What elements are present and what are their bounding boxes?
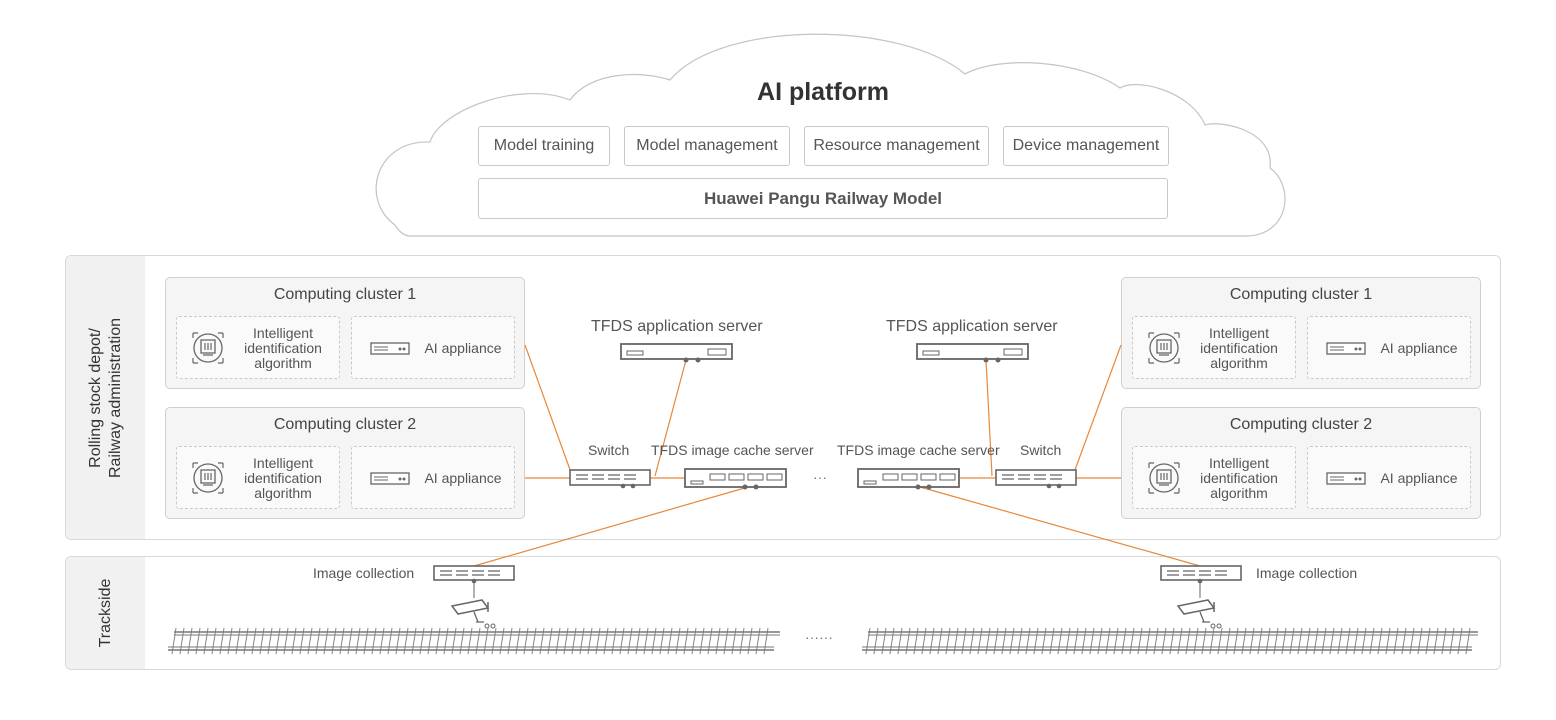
computing-cluster-right-2[interactable]: Computing cluster 2 Intelligent identifi… — [1121, 407, 1481, 519]
tfds-app-server-label-right: TFDS application server — [886, 318, 1058, 335]
image-collection-device-left[interactable] — [433, 565, 515, 598]
module-resource-management[interactable]: Resource management — [804, 126, 989, 166]
tfds-app-server-left[interactable] — [620, 343, 733, 363]
image-collection-device-right[interactable] — [1160, 565, 1242, 598]
depot-ellipsis: ··· — [813, 469, 827, 485]
module-model-training[interactable]: Model training — [478, 126, 610, 166]
ai-appliance-label: AI appliance — [1380, 340, 1458, 356]
algorithm-icon — [1148, 332, 1180, 364]
image-collection-label-left: Image collection — [313, 565, 415, 581]
pangu-railway-model[interactable]: Huawei Pangu Railway Model — [478, 178, 1168, 219]
algorithm-label: Intelligent identification algorithm — [244, 455, 322, 501]
railway-track-icon — [862, 627, 1478, 655]
tfds-cache-server-left[interactable] — [684, 468, 787, 490]
module-model-management[interactable]: Model management — [624, 126, 790, 166]
module-device-management[interactable]: Device management — [1003, 126, 1169, 166]
algorithm-icon — [192, 462, 224, 494]
algorithm-icon — [192, 332, 224, 364]
railway-track-icon — [168, 627, 780, 655]
computing-cluster-left-1[interactable]: Computing cluster 1 Intelligent identifi… — [165, 277, 525, 389]
tfds-app-server-label-left: TFDS application server — [591, 318, 763, 335]
tfds-cache-server-label-left: TFDS image cache server — [651, 442, 814, 458]
algorithm-box[interactable]: Intelligent identification algorithm — [176, 446, 340, 509]
algorithm-box[interactable]: Intelligent identification algorithm — [176, 316, 340, 379]
image-collection-label-right: Image collection — [1256, 565, 1358, 581]
camera-icon — [450, 599, 496, 629]
ai-appliance-label: AI appliance — [424, 340, 502, 356]
ai-appliance-icon — [370, 342, 410, 355]
ai-appliance-box[interactable]: AI appliance — [351, 316, 515, 379]
tfds-cache-server-right[interactable] — [857, 468, 960, 490]
trackside-ellipsis: ······ — [805, 629, 833, 645]
switch-right[interactable] — [995, 469, 1077, 489]
cluster-title: Computing cluster 2 — [273, 416, 417, 433]
algorithm-label: Intelligent identification algorithm — [1200, 325, 1278, 371]
trackside-zone: Trackside — [65, 556, 1501, 670]
algorithm-box[interactable]: Intelligent identification algorithm — [1132, 446, 1296, 509]
algorithm-box[interactable]: Intelligent identification algorithm — [1132, 316, 1296, 379]
cluster-title: Computing cluster 2 — [1229, 416, 1373, 433]
computing-cluster-left-2[interactable]: Computing cluster 2 Intelligent identifi… — [165, 407, 525, 519]
ai-appliance-icon — [1326, 342, 1366, 355]
algorithm-icon — [1148, 462, 1180, 494]
ai-appliance-icon — [370, 472, 410, 485]
ai-appliance-label: AI appliance — [424, 470, 502, 486]
ai-appliance-box[interactable]: AI appliance — [351, 446, 515, 509]
switch-label-left: Switch — [588, 442, 630, 458]
tfds-cache-server-label-right: TFDS image cache server — [837, 442, 1000, 458]
ai-appliance-label: AI appliance — [1380, 470, 1458, 486]
trackside-label-band — [66, 557, 145, 669]
camera-icon — [1176, 599, 1222, 629]
depot-label-band — [66, 256, 145, 539]
computing-cluster-right-1[interactable]: Computing cluster 1 Intelligent identifi… — [1121, 277, 1481, 389]
ai-appliance-box[interactable]: AI appliance — [1307, 316, 1471, 379]
cluster-title: Computing cluster 1 — [273, 286, 417, 303]
switch-left[interactable] — [569, 469, 651, 489]
algorithm-label: Intelligent identification algorithm — [1200, 455, 1278, 501]
ai-appliance-box[interactable]: AI appliance — [1307, 446, 1471, 509]
algorithm-label: Intelligent identification algorithm — [244, 325, 322, 371]
switch-label-right: Switch — [1020, 442, 1062, 458]
tfds-app-server-right[interactable] — [916, 343, 1029, 363]
ai-appliance-icon — [1326, 472, 1366, 485]
cluster-title: Computing cluster 1 — [1229, 286, 1373, 303]
ai-platform-title: AI platform — [757, 78, 889, 106]
connection-lines — [473, 344, 1201, 567]
